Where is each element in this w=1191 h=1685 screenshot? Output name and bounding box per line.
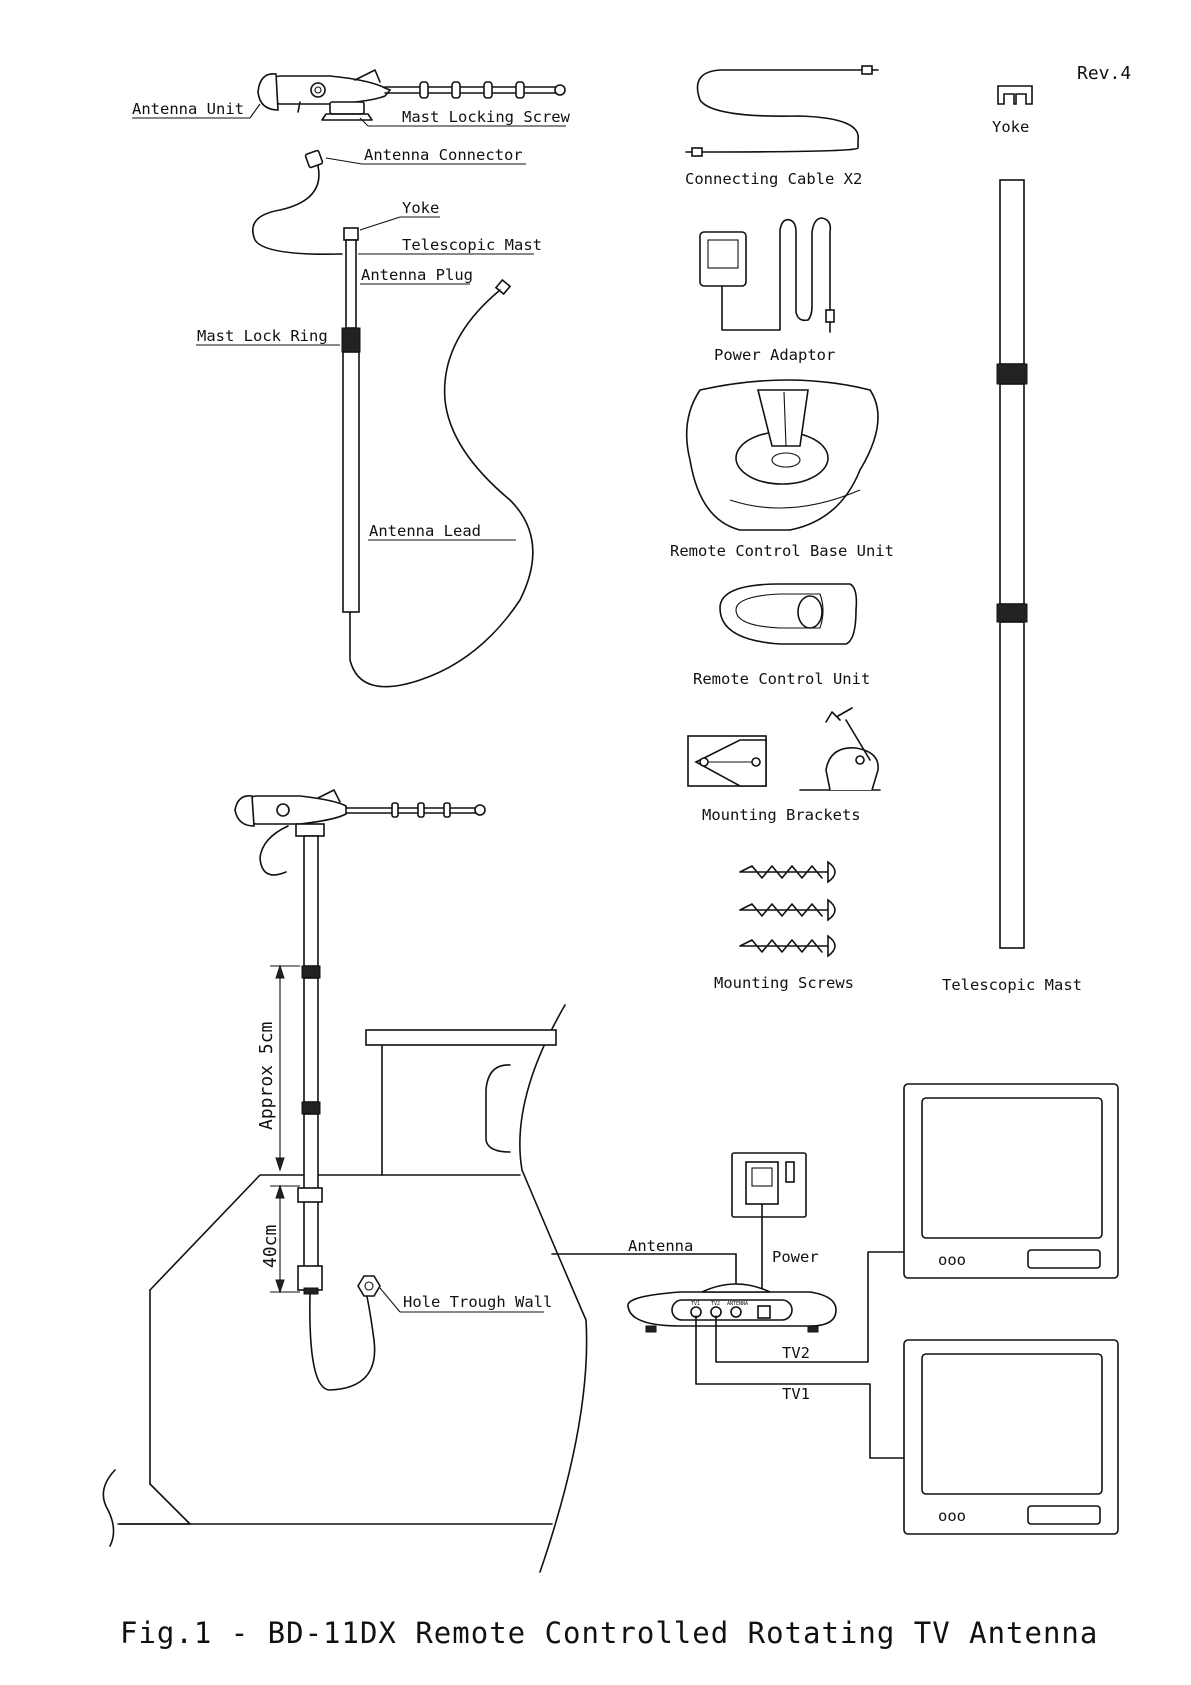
tv2-buttons: ooo xyxy=(938,1251,966,1269)
hole-through-wall-icon xyxy=(357,1275,381,1297)
power-adaptor-icon xyxy=(699,217,835,333)
tv-icon xyxy=(903,1083,1119,1279)
yoke-icon xyxy=(997,85,1033,105)
leader-yoke xyxy=(359,216,401,231)
port-antenna: ANTENNA xyxy=(727,1301,748,1307)
leader-antenna-connector xyxy=(325,157,363,165)
label-yoke: Yoke xyxy=(402,199,439,217)
part-remote-base-unit: Remote Control Base Unit xyxy=(670,542,894,560)
label-antenna: Antenna xyxy=(628,1237,693,1255)
tv-icon xyxy=(903,1339,1119,1535)
antenna-unit-icon xyxy=(234,789,486,876)
part-remote-unit: Remote Control Unit xyxy=(693,670,870,688)
label-hole-through-wall: Hole Trough Wall xyxy=(403,1293,552,1311)
leader-mast-locking-screw xyxy=(359,117,369,127)
label-mast-lock-ring: Mast Lock Ring xyxy=(197,327,328,345)
label-power: Power xyxy=(772,1248,819,1266)
tv2-wire xyxy=(715,1251,907,1363)
connector-cable-icon xyxy=(252,149,343,256)
remote-base-icon xyxy=(627,1283,837,1333)
dim-approx-5cm: Approx 5cm xyxy=(256,1022,277,1130)
part-power-adaptor: Power Adaptor xyxy=(714,346,835,364)
dimension-approx xyxy=(270,964,300,1172)
label-telescopic-mast: Telescopic Mast xyxy=(402,236,542,254)
port-tv2: TV2 xyxy=(711,1301,720,1307)
label-tv2: TV2 xyxy=(782,1344,810,1362)
label-antenna-connector: Antenna Connector xyxy=(364,146,523,164)
part-telescopic-mast: Telescopic Mast xyxy=(942,976,1082,994)
leader-hole xyxy=(379,1287,401,1313)
antenna-lead-icon xyxy=(349,278,534,688)
bracket-icon xyxy=(687,707,881,791)
remote-control-icon xyxy=(719,583,858,645)
label-antenna-lead: Antenna Lead xyxy=(369,522,481,540)
cable-icon xyxy=(685,65,879,157)
port-tv1: TV1 xyxy=(691,1301,700,1307)
boat-hull xyxy=(102,1004,588,1573)
mast-icon xyxy=(996,179,1028,949)
remote-base-icon xyxy=(685,379,879,531)
antenna-unit-icon xyxy=(257,69,566,121)
part-mounting-brackets: Mounting Brackets xyxy=(702,806,861,824)
tv1-buttons: ooo xyxy=(938,1507,966,1525)
mast-icon xyxy=(341,227,361,613)
label-mast-locking-screw: Mast Locking Screw xyxy=(402,108,571,126)
label-antenna-plug: Antenna Plug xyxy=(361,266,473,284)
revision-label: Rev.4 xyxy=(1077,63,1131,84)
tv1-wire xyxy=(695,1315,907,1459)
part-yoke: Yoke xyxy=(992,118,1029,136)
screw-icon xyxy=(739,860,836,958)
part-connecting-cable: Connecting Cable X2 xyxy=(685,170,862,188)
leader-antenna-unit xyxy=(249,103,261,119)
part-mounting-screws: Mounting Screws xyxy=(714,974,854,992)
dim-40cm: 40cm xyxy=(260,1225,281,1268)
label-antenna-unit: Antenna Unit xyxy=(132,100,244,118)
dimension-40cm xyxy=(270,1184,300,1294)
figure-caption: Fig.1 - BD-11DX Remote Controlled Rotati… xyxy=(120,1616,1098,1650)
label-tv1: TV1 xyxy=(782,1385,810,1403)
mast-icon xyxy=(297,835,376,1391)
